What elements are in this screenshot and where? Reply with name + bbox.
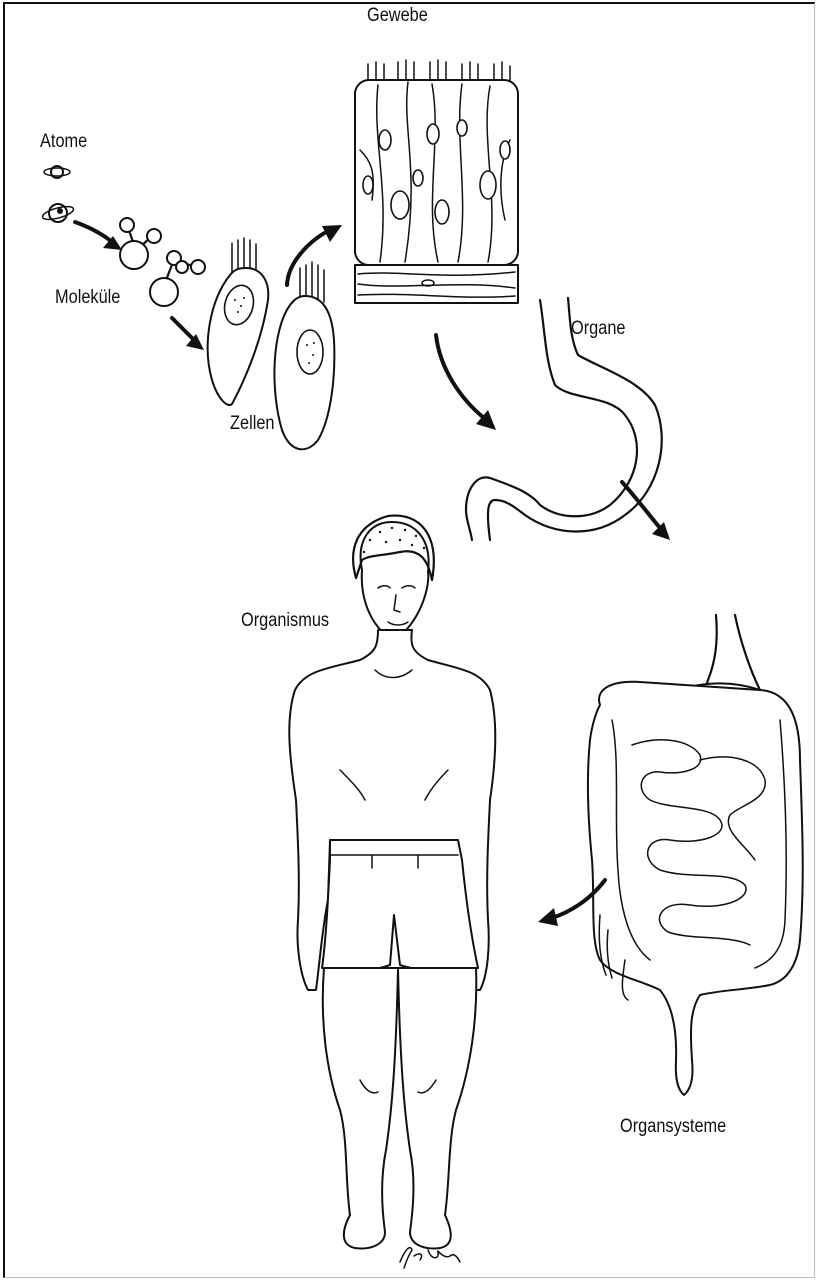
arrow-atoms-to-molecules — [75, 222, 122, 250]
label-molecules: Moleküle — [55, 287, 120, 309]
stomach-organ — [466, 298, 662, 540]
cell-1 — [208, 238, 269, 405]
label-atoms: Atome — [40, 131, 87, 153]
arrow-molecules-to-cells — [172, 318, 204, 350]
label-tissue: Gewebe — [367, 5, 428, 27]
tissue-block — [355, 60, 518, 303]
intestines-system — [588, 615, 803, 1095]
molecule-2 — [150, 251, 205, 306]
atom-1 — [44, 166, 70, 178]
arrow-tissue-to-organ — [436, 335, 496, 430]
label-cells: Zellen — [230, 413, 275, 435]
arrow-cells-to-tissue — [287, 225, 342, 285]
molecule-1 — [120, 218, 161, 269]
label-organ-systems: Organsysteme — [620, 1116, 726, 1138]
atom-2 — [41, 204, 74, 222]
artist-signature — [400, 1248, 460, 1268]
label-organism: Organismus — [241, 610, 329, 632]
cell-2 — [274, 262, 334, 449]
label-organs: Organe — [571, 318, 626, 340]
